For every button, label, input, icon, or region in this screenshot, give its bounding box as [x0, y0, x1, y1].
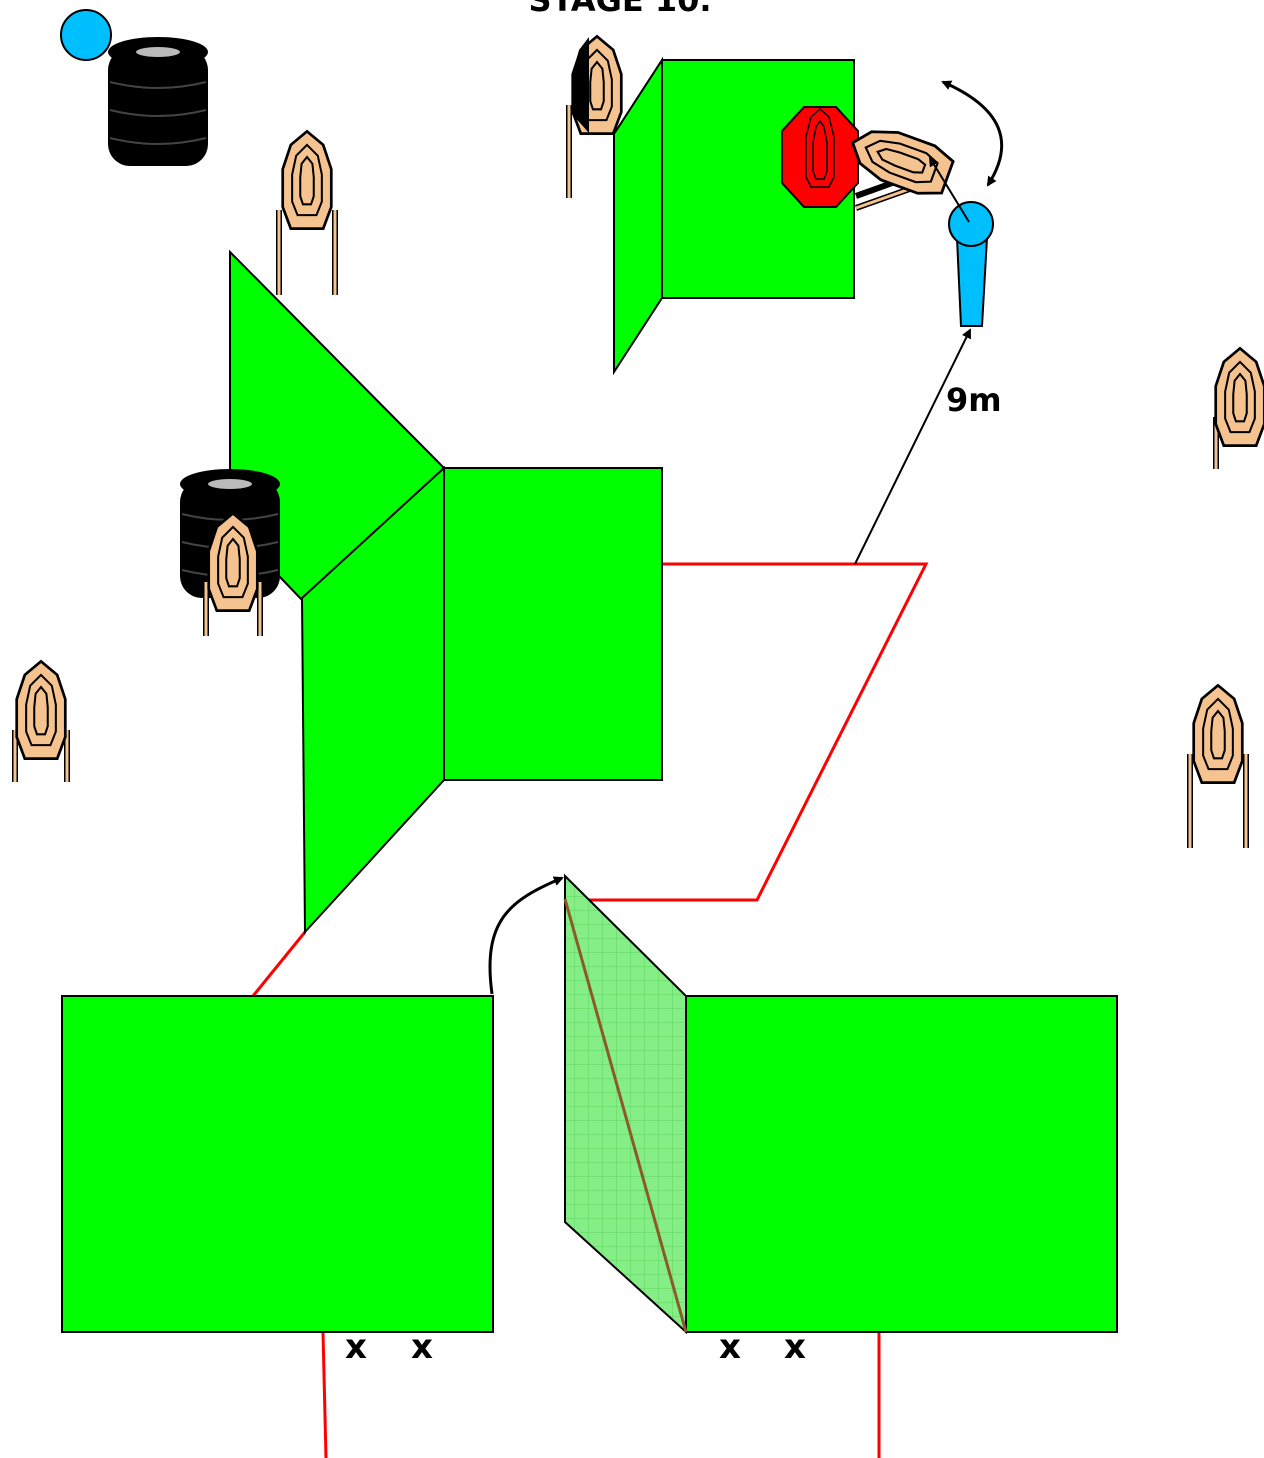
- wall-bottom-left: [61, 995, 494, 1333]
- steel-target: [781, 106, 859, 208]
- wall-center: [443, 467, 663, 781]
- swinging-paper-target: [842, 117, 958, 211]
- fault-lines: [251, 562, 929, 1458]
- no-shoot-disc-top-left: [60, 9, 112, 61]
- swing-arc-arrow: [941, 80, 1004, 187]
- paper-target-upper-left: [276, 130, 338, 295]
- paper-target-right-lower: [1187, 684, 1249, 848]
- paper-target-right-upper: [1213, 347, 1264, 469]
- blue-swinger: [948, 201, 994, 327]
- start-mark-2: x: [411, 1327, 433, 1367]
- see-through-wall-diagonal: [563, 898, 688, 1333]
- barrel-stack-top-left: [108, 37, 208, 166]
- paper-target-left-edge: [12, 660, 70, 782]
- fault-line-start-left: [321, 1331, 328, 1458]
- paper-target-on-barrels: [203, 512, 263, 636]
- walls: [61, 56, 1118, 1335]
- fault-line-upper: [565, 562, 929, 902]
- wall-bottom-right: [685, 995, 1118, 1333]
- start-mark-3: x: [719, 1327, 741, 1367]
- paper-target-top-center-left: [566, 35, 623, 198]
- stage-title: STAGE 10.: [528, 0, 711, 19]
- swinger-link-arrow: [928, 156, 970, 223]
- start-mark-4: x: [784, 1327, 806, 1367]
- fault-line-left-diagonal: [251, 931, 307, 997]
- distance-label: 9m: [946, 381, 1002, 419]
- movement-arrow: [488, 876, 564, 995]
- start-mark-1: x: [345, 1327, 367, 1367]
- activation-distance-arrow: [854, 328, 971, 565]
